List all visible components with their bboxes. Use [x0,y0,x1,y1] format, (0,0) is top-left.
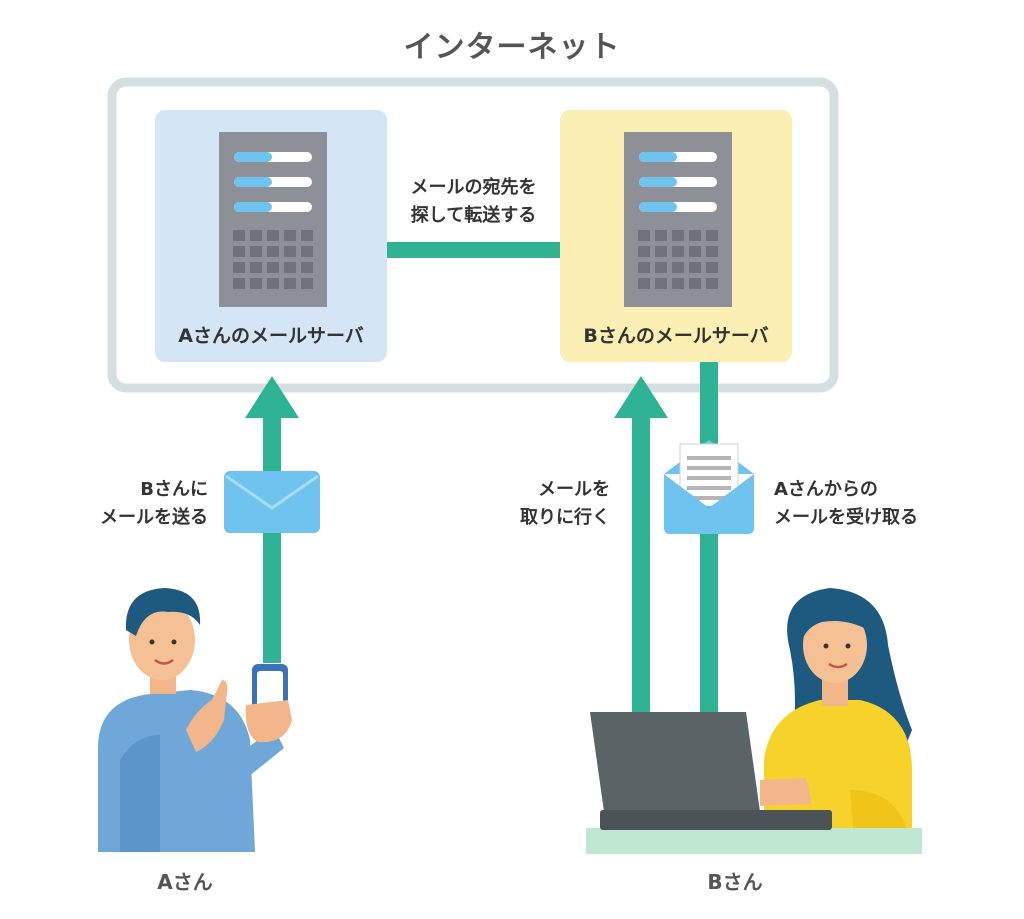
fetch-note: メールを 取りに行く [480,476,610,532]
receive-note: Aさんからの メールを受け取る [774,476,974,532]
server-a-icon [219,132,327,307]
fetch-note-line1: メールを [538,479,610,500]
envelope-icon [224,471,320,533]
person-a-label: Aさん [157,870,213,894]
receive-note-line2: メールを受け取る [774,507,918,528]
internet-title: インターネット [403,30,621,65]
send-note: Bさんに メールを送る [60,476,208,532]
server-b-label: Bさんのメールサーバ [583,325,769,347]
receive-line [700,362,718,714]
server-b-icon [624,132,732,307]
server-link-line [387,242,560,258]
open-envelope-icon [664,440,754,534]
receive-note-line1: Aさんからの [774,479,878,500]
person-b-label: Bさん [707,870,763,894]
transfer-note-line2: 探して転送する [410,205,537,226]
send-note-line1: Bさんに [140,479,208,500]
fetch-arrow [614,376,668,715]
send-note-line2: メールを送る [100,507,208,528]
transfer-note-line1: メールの宛先を [410,177,537,198]
transfer-note: メールの宛先を 探して転送する [387,174,560,230]
server-a-label: Aさんのメールサーバ [178,325,364,347]
person-a-illustration [98,588,292,852]
fetch-note-line2: 取りに行く [520,507,610,528]
person-b-illustration [586,588,922,854]
